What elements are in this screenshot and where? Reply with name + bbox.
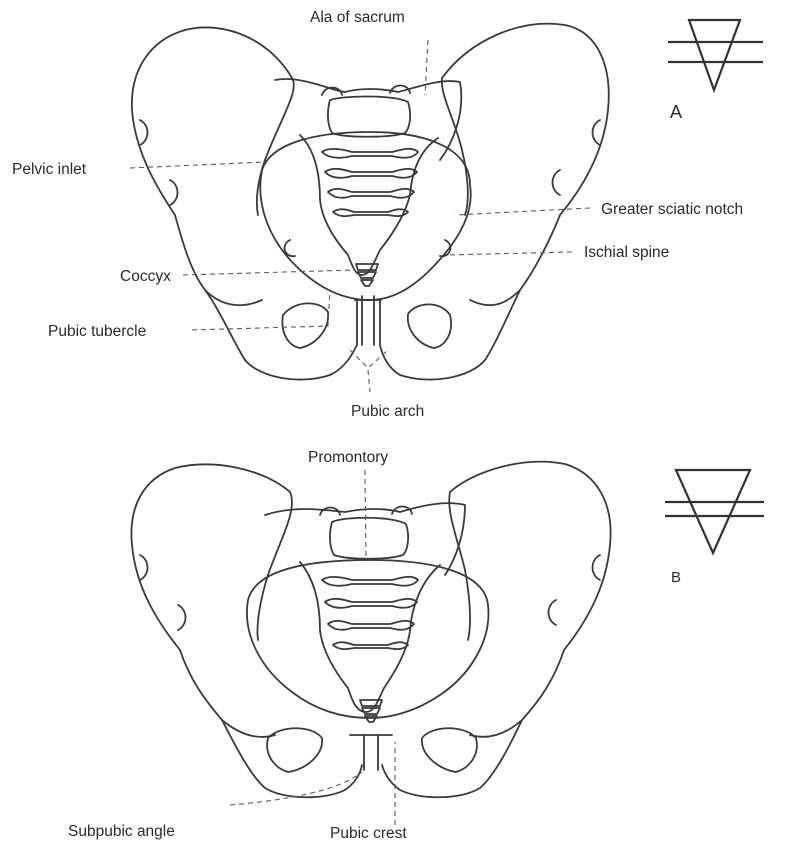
right-crest-notch: [593, 120, 601, 145]
label-ala-of-sacrum: Ala of sacrum: [310, 9, 405, 26]
label-pubic-crest: Pubic crest: [330, 825, 407, 842]
sacrum-ala: [275, 79, 461, 160]
label-pubic-tubercle: Pubic tubercle: [48, 323, 146, 340]
left-ilium-inner: [257, 78, 294, 215]
ischial-spine-leader: [445, 252, 572, 255]
right-ischium-b: [382, 720, 522, 797]
panel-letter-b: B: [671, 569, 681, 586]
pubic-symphysis: [362, 296, 374, 345]
ala-leader: [425, 40, 428, 95]
figure-a: Ala of sacrum Pelvic inlet Greater sciat…: [12, 9, 763, 420]
label-greater-sciatic-notch: Greater sciatic notch: [601, 201, 743, 218]
right-acetabulum-mark: [553, 170, 561, 195]
left-ischium-b: [222, 720, 362, 797]
pubic-symphysis-b: [364, 735, 378, 770]
left-ischial-spine: [285, 240, 295, 256]
sacral-foramina: [322, 149, 418, 216]
label-ischial-spine: Ischial spine: [584, 244, 669, 261]
label-pelvic-inlet: Pelvic inlet: [12, 161, 87, 178]
left-acetabulum-mark-b: [178, 605, 186, 630]
right-ilium-b: [450, 462, 611, 737]
right-crest-notch-b: [593, 555, 601, 580]
pelvic-inlet-leader: [130, 162, 265, 168]
promontory-leader: [365, 470, 366, 560]
sacral-body-b: [330, 518, 408, 559]
left-ilium: [132, 27, 292, 305]
label-subpubic-angle: Subpubic angle: [68, 823, 175, 840]
sacrum-ala-b: [265, 503, 465, 575]
label-promontory: Promontory: [308, 449, 388, 466]
sacral-foramina-b: [322, 577, 418, 649]
left-ilium-b: [131, 464, 290, 736]
pubic-arch-leader: [368, 370, 370, 392]
left-crest-notch: [140, 120, 148, 145]
left-crest-notch-b: [140, 555, 148, 580]
greater-sciatic-notch-leader: [455, 208, 590, 215]
right-obturator-foramen: [408, 304, 451, 348]
coccyx-leader: [183, 270, 355, 275]
right-ilium-inner-b: [449, 492, 470, 640]
label-pubic-arch: Pubic arch: [351, 403, 424, 420]
left-ilium-inner-b: [257, 492, 291, 640]
sacral-body: [328, 96, 410, 136]
right-acetabulum-mark-b: [549, 600, 557, 625]
inlet-shape-icon-a: [668, 20, 763, 90]
subpubic-angle-leader: [230, 772, 362, 805]
inlet-shape-icon-b: [665, 470, 764, 553]
right-ilium: [442, 24, 609, 305]
figure-b: Promontory Subpubic angle Pubic crest B: [68, 449, 764, 842]
label-coccyx: Coccyx: [120, 268, 171, 285]
left-acetabulum-mark: [170, 180, 178, 205]
right-obturator-foramen-b: [422, 728, 477, 772]
panel-letter-a: A: [670, 102, 682, 122]
coccyx-bone: [356, 264, 378, 286]
